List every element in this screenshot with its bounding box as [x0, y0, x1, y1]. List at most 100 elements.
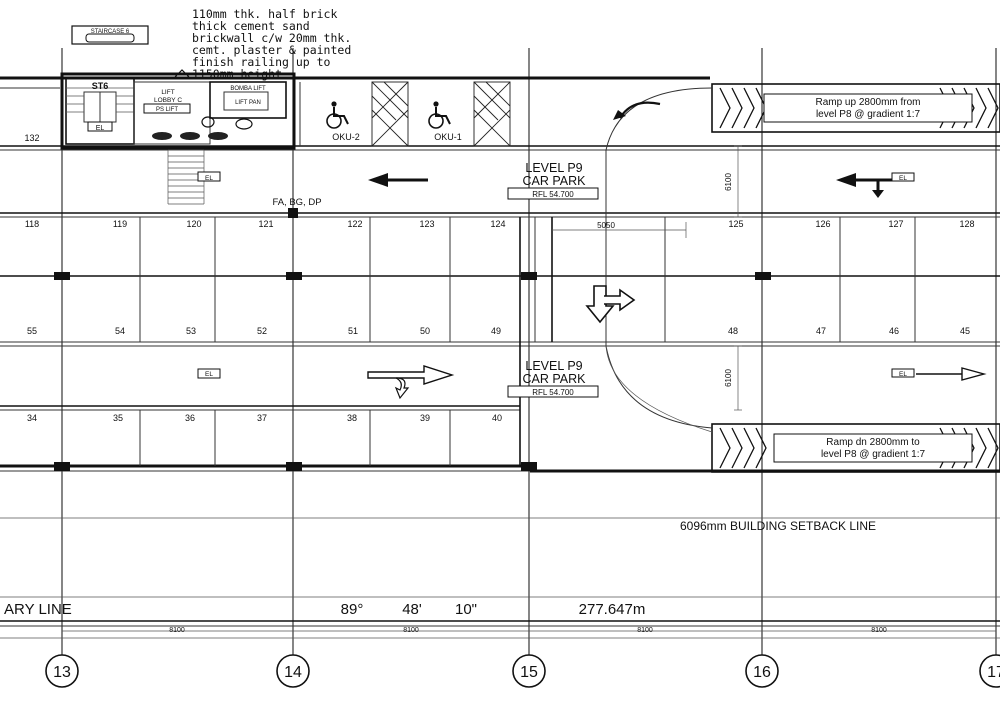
- bay-number: 132: [24, 133, 39, 143]
- boundary-bearing-degrees: 89°: [341, 601, 364, 618]
- grid-marker-labels: 13 14 15 16 17: [53, 664, 1000, 681]
- ramp-top: [711, 83, 1000, 133]
- bay-number: 121: [258, 219, 273, 229]
- fire-services-label: FA, BG, DP: [272, 197, 321, 208]
- bay-number: 46: [889, 326, 899, 336]
- wall-note-line: cemt. plaster & painted: [192, 43, 351, 57]
- bay-number: 47: [816, 326, 826, 336]
- level-label: LEVEL P9: [525, 359, 582, 373]
- boundary-line-label: ARY LINE: [4, 601, 72, 618]
- lift-tag: PS LIFT: [156, 107, 178, 113]
- bay-number: 40: [492, 413, 502, 423]
- rfl-label: RFL 54.700: [532, 190, 574, 199]
- el-tag: EL: [899, 175, 907, 182]
- bay-number: 118: [25, 219, 39, 229]
- grid-marker: 17: [987, 664, 1000, 681]
- bay-number: 35: [113, 413, 123, 423]
- bay-number: 53: [186, 326, 196, 336]
- wall-note: 110mm thk. half brick thick cement sand …: [192, 7, 351, 81]
- dimension-label: 6100: [724, 369, 733, 387]
- slab-lines: [0, 76, 1000, 639]
- arrow-right-icon: [916, 367, 987, 381]
- wall-note-line: 110mm thk. half brick: [192, 7, 337, 21]
- boundary-bearing-seconds: 10": [455, 601, 477, 618]
- stair-label: ST6: [92, 81, 109, 91]
- el-tag: EL: [205, 175, 213, 182]
- el-tag: EL: [96, 125, 105, 132]
- lift-lobby-label: LIFT: [161, 89, 174, 96]
- bay-number: 51: [348, 326, 358, 336]
- grid-dimensions: 8100 8100 8100 8100: [169, 627, 887, 634]
- bay-number: 39: [420, 413, 430, 423]
- ramp-note: level P8 @ gradient 1:7: [821, 449, 926, 460]
- el-tag: EL: [205, 371, 213, 378]
- boundary-length: 277.647m: [579, 601, 646, 618]
- lift-lobby-label: LOBBY C: [154, 97, 182, 104]
- bay-number: 120: [186, 219, 201, 229]
- dimension-label: 8100: [403, 627, 419, 634]
- wheelchair-icon: [428, 101, 451, 129]
- oku-area: [299, 81, 511, 147]
- bay-row-a: 118 119 120 121 122 123 124 125 126 127 …: [25, 219, 975, 229]
- bay-number: 127: [888, 219, 903, 229]
- bay-dividers: [139, 217, 916, 466]
- arrow-left-icon: [368, 173, 428, 187]
- bay-number: 125: [728, 219, 743, 229]
- bay-number: 119: [113, 219, 127, 229]
- bay-number: 38: [347, 413, 357, 423]
- arrow-curve-icon: [613, 101, 661, 120]
- oku-label: OKU-2: [332, 132, 360, 142]
- bay-number: 36: [185, 413, 195, 423]
- level-label: CAR PARK: [523, 174, 587, 188]
- columns: [54, 208, 771, 471]
- bay-number: 48: [728, 326, 738, 336]
- level-label: LEVEL P9: [525, 161, 582, 175]
- dimension-lines: [62, 145, 996, 632]
- dimension-label: 8100: [169, 627, 185, 634]
- level-label: CAR PARK: [523, 372, 587, 386]
- bay-number: 54: [115, 326, 125, 336]
- tag-boxes: [71, 25, 915, 398]
- bomba-lift-label: LIFT PAN: [235, 100, 261, 106]
- dimension-label: 8100: [637, 627, 653, 634]
- wheelchair-icon: [326, 101, 349, 129]
- wall-note-line: finish railing up to: [192, 55, 331, 69]
- ramp-note: Ramp dn 2800mm to: [826, 437, 920, 448]
- bay-number: 124: [490, 219, 505, 229]
- dimension-label: 5050: [597, 221, 615, 230]
- bay-row-b: 55 54 53 52 51 50 49 48 47 46 45: [27, 326, 970, 336]
- bay-row-c: 34 35 36 37 38 39 40: [27, 413, 502, 423]
- setback-line-label: 6096mm BUILDING SETBACK LINE: [680, 519, 876, 533]
- grid-lines: [61, 48, 997, 656]
- arrow-turn-icon: [836, 173, 892, 198]
- wall-note-line: brickwall c/w 20mm thk.: [192, 31, 351, 45]
- bay-number: 49: [491, 326, 501, 336]
- wall-note-line: 1150mm height: [192, 67, 282, 81]
- grid-marker: 13: [53, 664, 71, 681]
- grid-marker: 14: [284, 664, 302, 681]
- ramp-curve-lines: [605, 87, 713, 433]
- bay-number: 37: [257, 413, 267, 423]
- wall-note-line: thick cement sand: [192, 19, 310, 33]
- grid-marker: 16: [753, 664, 771, 681]
- dimension-label: 6100: [724, 173, 733, 191]
- bay-number: 123: [419, 219, 434, 229]
- arrow-down-split-icon: [585, 285, 636, 324]
- oku-label: OKU-1: [434, 132, 462, 142]
- staircase-tag: STAIRCASE 6: [91, 29, 130, 35]
- rfl-label: RFL 54.700: [532, 388, 574, 397]
- bay-number: 55: [27, 326, 37, 336]
- bay-number: 122: [347, 219, 362, 229]
- ramp-note: level P8 @ gradient 1:7: [816, 109, 921, 120]
- bay-number: 50: [420, 326, 430, 336]
- grid-marker: 15: [520, 664, 538, 681]
- grid-bubbles: [45, 654, 1000, 688]
- arrow-right-split-icon: [367, 365, 455, 400]
- bay-number: 45: [960, 326, 970, 336]
- bomba-lift-label: BOMBA LIFT: [230, 86, 266, 92]
- dimension-label: 8100: [871, 627, 887, 634]
- el-tag: EL: [899, 371, 907, 378]
- bay-number: 128: [959, 219, 974, 229]
- boundary-bearing-minutes: 48': [402, 601, 422, 618]
